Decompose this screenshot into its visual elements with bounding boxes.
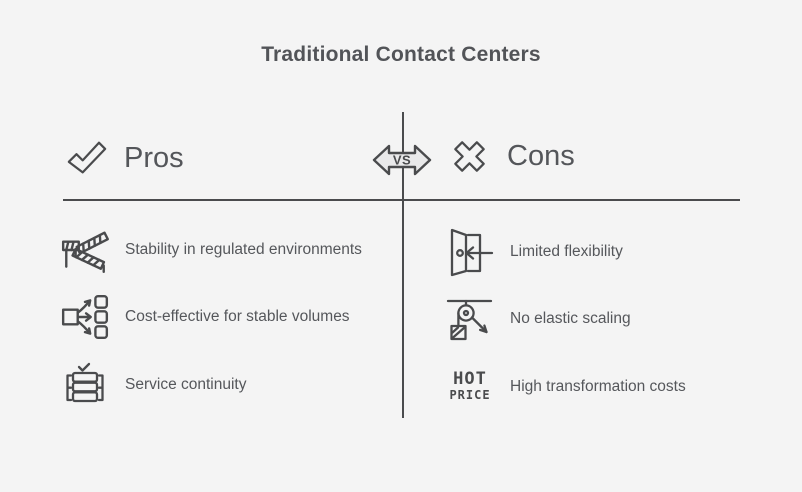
exit-door-arrow-icon [443,224,497,280]
vertical-divider [402,112,404,418]
pros-item-cost: Cost-effective for stable volumes [58,289,350,345]
crossed-barriers-icon [58,222,112,278]
pros-label: Pros [124,141,184,174]
cons-item-flexibility: Limited flexibility [443,224,623,280]
vs-double-arrow-icon: VS [372,144,432,176]
hot-price-line2: PRICE [449,388,491,402]
horizontal-divider [63,199,740,201]
cons-item-text: No elastic scaling [510,310,631,327]
cons-item-scaling: No elastic scaling [443,291,631,347]
pulley-load-icon [443,291,497,347]
cross-icon [446,133,493,180]
pros-item-text: Cost-effective for stable volumes [125,308,350,325]
server-stack-check-icon [58,357,112,413]
cons-item-text: High transformation costs [510,378,686,395]
pros-item-text: Service continuity [125,376,247,393]
cons-header: Cons [446,133,575,180]
check-icon [64,136,110,180]
cons-item-text: Limited flexibility [510,243,623,260]
pros-item-continuity: Service continuity [58,357,246,413]
pros-item-stability: Stability in regulated environments [58,222,362,278]
vs-badge: VS [371,137,433,183]
hot-price-icon: HOT PRICE [443,359,497,415]
pros-item-text: Stability in regulated environments [125,241,362,258]
cons-item-costs: HOT PRICE High transformation costs [443,359,686,415]
distribution-flow-icon [58,289,112,345]
cons-label: Cons [507,140,575,172]
vs-label: VS [393,153,411,168]
page-title: Traditional Contact Centers [261,43,541,66]
pros-header: Pros [64,136,184,180]
hot-price-line1: HOT [453,369,487,389]
